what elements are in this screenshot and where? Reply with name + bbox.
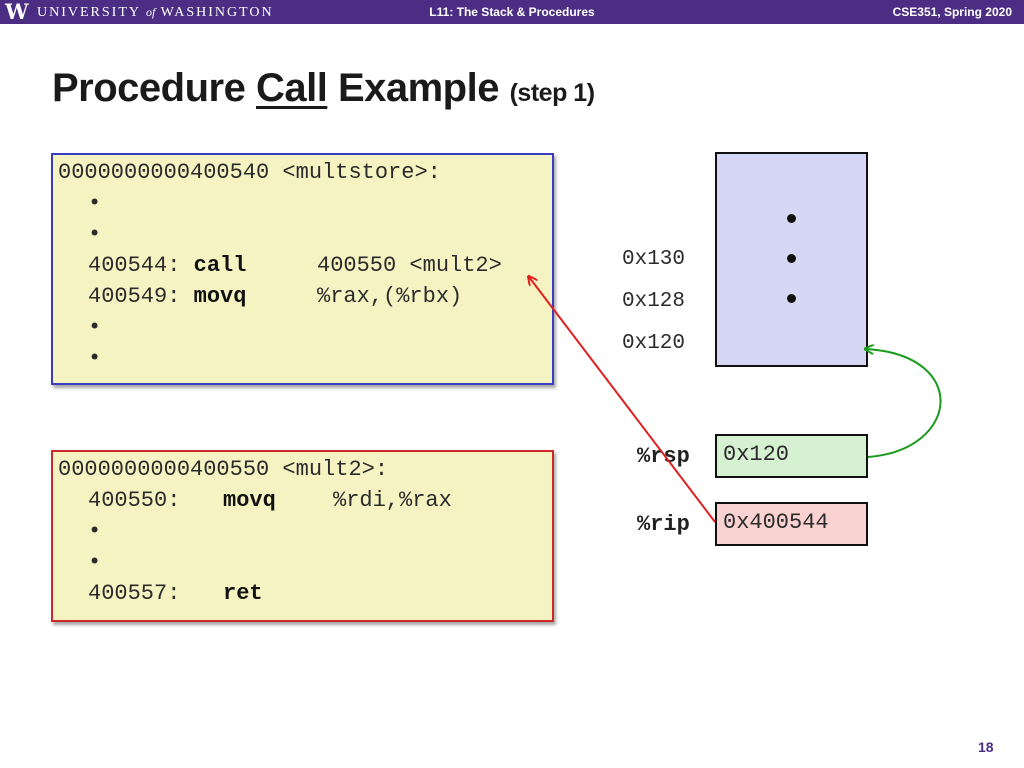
header-bar: W UNIVERSITY of WASHINGTON L11: The Stac…	[0, 0, 1024, 24]
movq-operand: %rdi,%rax	[333, 488, 452, 513]
slide-title: Procedure Call Example (step 1)	[52, 66, 595, 110]
course-name: CSE351, Spring 2020	[892, 5, 1012, 19]
lecture-title: L11: The Stack & Procedures	[429, 5, 595, 19]
rip-label: %rip	[637, 512, 690, 537]
code-ellipsis-dot: •	[88, 315, 102, 340]
code-line-movq: 400550:movq%rdi,%rax	[88, 488, 452, 513]
title-call-word: Call	[255, 66, 328, 110]
code-line-header: 0000000000400540 <multstore>:	[58, 160, 441, 185]
code-line-ret: 400557:ret	[88, 581, 263, 606]
code-line-movq: 400549: movq%rax,(%rbx)	[88, 284, 463, 309]
code-line-header: 0000000000400550 <mult2>:	[58, 457, 389, 482]
mult2-code-box: 0000000000400550 <mult2>: 400550:movq%rd…	[51, 450, 554, 622]
page-number: 18	[978, 739, 994, 755]
call-operand: 400550 <mult2>	[317, 253, 502, 278]
stack-address-label: 0x128	[622, 290, 686, 313]
multstore-code-box: 0000000000400540 <multstore>: • • 400544…	[51, 153, 554, 385]
uw-logo-icon: W	[5, 0, 29, 24]
movq-instruction: movq	[223, 488, 276, 513]
stack-ellipsis-dot	[787, 294, 796, 303]
code-ellipsis-dot: •	[88, 346, 102, 371]
code-ellipsis-dot: •	[88, 191, 102, 216]
code-ellipsis-dot: •	[88, 550, 102, 575]
ret-instruction: ret	[223, 581, 263, 606]
rsp-arrow	[866, 349, 942, 458]
rip-arrow	[529, 277, 716, 523]
stack-ellipsis-dot	[787, 254, 796, 263]
movq-instruction: movq	[193, 284, 247, 309]
rsp-register-box: 0x120	[715, 434, 868, 478]
university-name: UNIVERSITY of WASHINGTON	[37, 5, 274, 20]
stack-ellipsis-dot	[787, 214, 796, 223]
code-ellipsis-dot: •	[88, 519, 102, 544]
code-ellipsis-dot: •	[88, 222, 102, 247]
stack-address-label: 0x130	[622, 248, 686, 271]
stack-address-label: 0x120	[622, 332, 686, 355]
call-instruction: call	[193, 253, 247, 278]
movq-operand: %rax,(%rbx)	[317, 284, 463, 309]
rip-register-box: 0x400544	[715, 502, 868, 546]
title-step: (step 1)	[509, 79, 595, 107]
rsp-label: %rsp	[637, 444, 690, 469]
